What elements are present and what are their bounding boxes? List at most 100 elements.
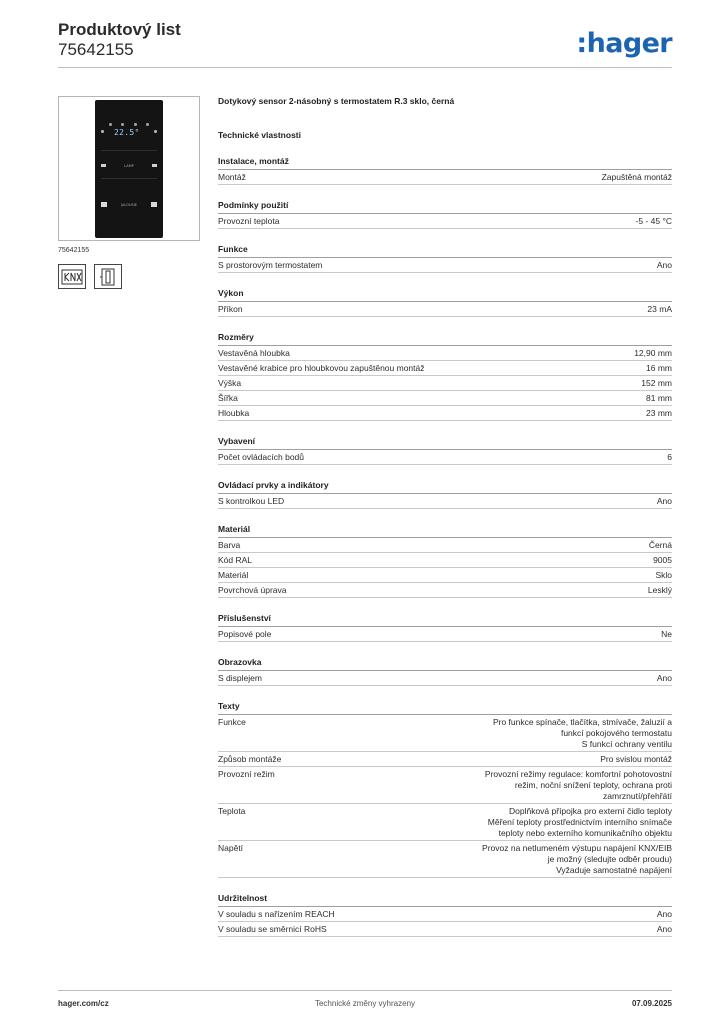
spec-value-line: Sklo bbox=[655, 569, 672, 580]
product-code: 75642155 bbox=[58, 247, 90, 254]
spec-value: Černá bbox=[649, 540, 672, 551]
product-name: Dotykový sensor 2-násobný s termostatem … bbox=[218, 96, 455, 106]
spec-row: Popisové pole Ne bbox=[218, 627, 672, 642]
spec-value-line: Provozní režimy regulace: komfortní poho… bbox=[484, 768, 672, 779]
spec-value-line: Pro svislou montáž bbox=[600, 753, 672, 764]
spec-value-line: teploty nebo externího komunikačního obj… bbox=[498, 827, 672, 838]
spec-row: Kód RAL 9005 bbox=[218, 553, 672, 568]
spec-row: Způsob montáže Pro svislou montáž bbox=[218, 752, 672, 767]
spec-value-line: Vyžaduje samostatné napájení bbox=[556, 864, 672, 875]
spec-label: Způsob montáže bbox=[218, 753, 282, 764]
spec-value-line: 12,90 mm bbox=[634, 347, 672, 358]
spec-label: Barva bbox=[218, 539, 241, 550]
display-status-icons bbox=[109, 122, 149, 127]
spec-value-line: je možný (sledujte odběr proudu) bbox=[547, 853, 672, 864]
spec-value-line: 9005 bbox=[653, 554, 672, 565]
spec-label: Funkce bbox=[218, 716, 246, 727]
spec-value: Provoz na netlumeném výstupu napájení KN… bbox=[482, 843, 672, 876]
spec-label: V souladu se směrnicí RoHS bbox=[218, 923, 327, 934]
spec-value-line: 23 mA bbox=[647, 303, 672, 314]
spec-value-line: režim, noční snížení teploty, ochrana pr… bbox=[514, 779, 672, 790]
spec-value-line: Ano bbox=[656, 923, 672, 934]
spec-label: Teplota bbox=[218, 805, 246, 816]
footer-website: hager.com/cz bbox=[58, 999, 109, 1008]
touch-sensor-device: 22.5° LAMP JALOUSIE bbox=[95, 99, 163, 238]
product-image-column: 22.5° LAMP JALOUSIE 75642155 bbox=[58, 96, 200, 289]
spec-label: Popisové pole bbox=[218, 628, 272, 639]
spec-value-line: -5 - 45 °C bbox=[635, 215, 672, 226]
spec-label: Provozní režim bbox=[218, 768, 275, 779]
spec-value: 152 mm bbox=[641, 378, 672, 389]
spec-value: -5 - 45 °C bbox=[636, 216, 672, 227]
spec-row: Počet ovládacích bodů 6 bbox=[218, 450, 672, 465]
section-title: Materiál bbox=[218, 524, 672, 538]
product-image: 22.5° LAMP JALOUSIE bbox=[58, 96, 200, 241]
section-title: Vybavení bbox=[218, 436, 672, 450]
device-display-readout: 22.5° bbox=[114, 127, 140, 137]
document-title: Produktový list bbox=[58, 20, 181, 39]
spec-value-line: Pro funkce spínače, tlačítka, stmívače, … bbox=[492, 716, 672, 727]
spec-value-line: 23 mm bbox=[646, 407, 672, 418]
spec-row: S displejem Ano bbox=[218, 671, 672, 686]
spec-value-line: Zapuštěná montáž bbox=[601, 171, 672, 182]
spec-value: Provozní režimy regulace: komfortní poho… bbox=[485, 769, 672, 802]
section-title: Udržitelnost bbox=[218, 893, 672, 907]
spec-value-line: zamrznutí/přehřátí bbox=[603, 790, 672, 801]
product-specifications: Dotykový sensor 2-násobný s termostatem … bbox=[218, 96, 672, 937]
spec-value: 6 bbox=[667, 452, 672, 463]
spec-row: Barva Černá bbox=[218, 538, 672, 553]
spec-label: Počet ovládacích bodů bbox=[218, 451, 305, 462]
section-title: Podmínky použití bbox=[218, 200, 672, 214]
spec-value-line: funkcí pokojového termostatu bbox=[560, 727, 672, 738]
spec-label: Povrchová úprava bbox=[218, 584, 287, 595]
spec-value-line: S funkcí ochrany ventilu bbox=[581, 738, 672, 749]
page-header: Produktový list 75642155 :hager bbox=[58, 20, 673, 68]
spec-value: Zapuštěná montáž bbox=[602, 172, 672, 183]
section-title: Výkon bbox=[218, 288, 672, 302]
spec-value-line: Černá bbox=[648, 539, 672, 550]
spec-value-line: Provoz na netlumeném výstupu napájení KN… bbox=[482, 842, 672, 853]
section-title: Rozměry bbox=[218, 332, 672, 346]
spec-row: Výška 152 mm bbox=[218, 376, 672, 391]
spec-label: Hloubka bbox=[218, 407, 250, 418]
technical-properties-heading: Technické vlastnosti bbox=[218, 130, 301, 140]
flush-mount-icon bbox=[94, 264, 122, 289]
spec-label: Šířka bbox=[218, 392, 238, 403]
spec-value: 81 mm bbox=[646, 393, 672, 404]
spec-label: Výška bbox=[218, 377, 242, 388]
spec-value: Ano bbox=[657, 909, 672, 920]
section-title: Funkce bbox=[218, 244, 672, 258]
section-title: Ovládací prvky a indikátory bbox=[218, 480, 672, 494]
spec-row: Hloubka 23 mm bbox=[218, 406, 672, 421]
spec-label: Provozní teplota bbox=[218, 215, 280, 226]
spec-value: Sklo bbox=[655, 570, 672, 581]
spec-value: Ano bbox=[657, 673, 672, 684]
spec-row: Vestavěné krabice pro hloubkovou zapuště… bbox=[218, 361, 672, 376]
spec-row: Provozní režim Provozní režimy regulace: … bbox=[218, 767, 672, 804]
spec-value-line: 6 bbox=[667, 451, 672, 462]
spec-value-line: 152 mm bbox=[641, 377, 672, 388]
spec-label: S displejem bbox=[218, 672, 262, 683]
spec-value: Ano bbox=[657, 924, 672, 935]
spec-value-line: Doplňková přípojka pro externí čidlo tep… bbox=[508, 805, 672, 816]
spec-row: Teplota Doplňková přípojka pro externí či… bbox=[218, 804, 672, 841]
section-title: Obrazovka bbox=[218, 657, 672, 671]
certification-symbols bbox=[58, 264, 200, 289]
spec-label: Kód RAL bbox=[218, 554, 253, 565]
spec-row: V souladu se směrnicí RoHS Ano bbox=[218, 922, 672, 937]
spec-value-line: 81 mm bbox=[646, 392, 672, 403]
spec-row: Šířka 81 mm bbox=[218, 391, 672, 406]
document-number: 75642155 bbox=[58, 40, 134, 59]
spec-value-line: Ne bbox=[661, 628, 672, 639]
hager-logo: :hager bbox=[576, 28, 672, 59]
device-label-lamp: LAMP bbox=[124, 163, 134, 168]
spec-value-line: Ano bbox=[656, 495, 672, 506]
